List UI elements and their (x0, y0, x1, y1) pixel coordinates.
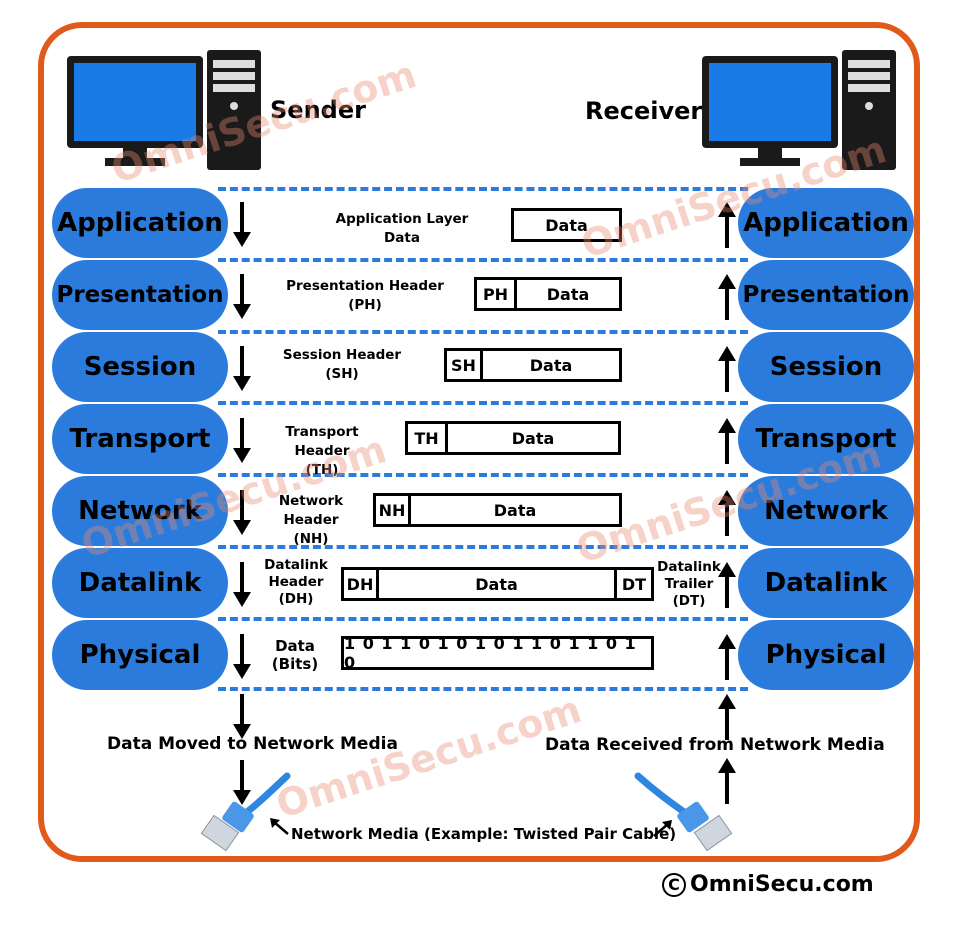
up-arrow-icon (718, 490, 736, 536)
header-cell-ph: PH (477, 280, 517, 308)
layer-separator (218, 687, 748, 691)
header-cell-dh: DH (344, 570, 379, 598)
copyright: C OmniSecu.com (662, 872, 874, 897)
down-arrow-icon (233, 274, 251, 319)
pdu-transport: TH Data (405, 421, 621, 455)
sender-computer-icon (67, 50, 261, 170)
receiver-layer-physical: Physical (738, 620, 914, 690)
header-label-session: Session Header(SH) (282, 347, 402, 382)
receiver-layer-transport: Transport (738, 404, 914, 474)
sender-layer-application: Application (52, 188, 228, 258)
layer-separator (218, 473, 748, 477)
up-arrow-icon (718, 694, 736, 740)
trailer-cell-dt: DT (621, 574, 647, 594)
down-arrow-icon (233, 346, 251, 391)
up-arrow-icon (718, 418, 736, 464)
sender-layer-transport: Transport (52, 404, 228, 474)
receiver-label: Receiver (585, 97, 703, 125)
sender-layer-session: Session (52, 332, 228, 402)
pdu-datalink: DH Data DT (341, 567, 654, 601)
pointer-arrow-icon (653, 820, 672, 837)
pdu-presentation: PH Data (474, 277, 622, 311)
caption-network-media: Network Media (Example: Twisted Pair Cab… (291, 825, 677, 843)
down-arrow-icon (233, 202, 251, 247)
down-arrow-icon (233, 562, 251, 607)
network-cable-sender-icon (200, 772, 291, 852)
up-arrow-icon (718, 274, 736, 320)
header-cell-th: TH (408, 424, 448, 452)
receiver-layer-network: Network (738, 476, 914, 546)
layer-separator (218, 545, 748, 549)
pointer-arrow-icon (270, 818, 289, 835)
down-arrow-icon (233, 694, 251, 739)
pdu-application: Data (511, 208, 622, 242)
header-label-presentation: Presentation Header(PH) (286, 278, 444, 313)
up-arrow-icon (718, 758, 736, 804)
bits-cell: 1 0 1 1 0 1 0 1 0 1 1 0 1 1 0 1 0 (344, 634, 637, 672)
down-arrow-icon (233, 634, 251, 679)
copyright-icon: C (662, 872, 686, 897)
layer-separator (218, 617, 748, 621)
receiver-layer-session: Session (738, 332, 914, 402)
down-arrow-icon (233, 490, 251, 535)
pdu-network: NH Data (373, 493, 622, 527)
data-cell: Data (529, 355, 573, 375)
up-arrow-icon (718, 202, 736, 248)
up-arrow-icon (718, 562, 736, 608)
layer-separator (218, 401, 748, 405)
caption-data-received: Data Received from Network Media (545, 735, 885, 755)
caption-data-moved: Data Moved to Network Media (107, 734, 398, 754)
data-cell: Data (493, 500, 537, 520)
sender-label: Sender (270, 96, 366, 124)
pdu-physical: 1 0 1 1 0 1 0 1 0 1 1 0 1 1 0 1 0 (341, 634, 654, 672)
data-cell: Data (546, 284, 590, 304)
sender-layer-physical: Physical (52, 620, 228, 690)
receiver-layer-presentation: Presentation (738, 260, 914, 330)
receiver-layer-application: Application (738, 188, 914, 258)
header-label-physical: Data(Bits) (271, 637, 319, 673)
sender-layer-datalink: Datalink (52, 548, 228, 618)
up-arrow-icon (718, 634, 736, 680)
network-cable-receiver-icon (634, 772, 733, 852)
sender-layer-network: Network (52, 476, 228, 546)
header-cell-nh: NH (376, 496, 411, 524)
header-cell-sh: SH (447, 351, 483, 379)
down-arrow-icon (233, 760, 251, 805)
layer-separator (218, 258, 748, 262)
data-cell: Data (379, 570, 617, 598)
data-cell: Data (545, 215, 588, 235)
receiver-computer-icon (702, 50, 896, 170)
copyright-text: OmniSecu.com (690, 872, 874, 897)
layer-separator (218, 187, 748, 191)
layer-separator (218, 330, 748, 334)
receiver-layer-datalink: Datalink (738, 548, 914, 618)
header-label-transport: Transport Header(TH) (285, 424, 359, 478)
pdu-session: SH Data (444, 348, 622, 382)
down-arrow-icon (233, 418, 251, 463)
header-label-network: Network Header(NH) (278, 493, 344, 547)
diagram-frame (38, 22, 920, 862)
sender-layer-presentation: Presentation (52, 260, 228, 330)
up-arrow-icon (718, 346, 736, 392)
data-cell: Data (511, 428, 555, 448)
